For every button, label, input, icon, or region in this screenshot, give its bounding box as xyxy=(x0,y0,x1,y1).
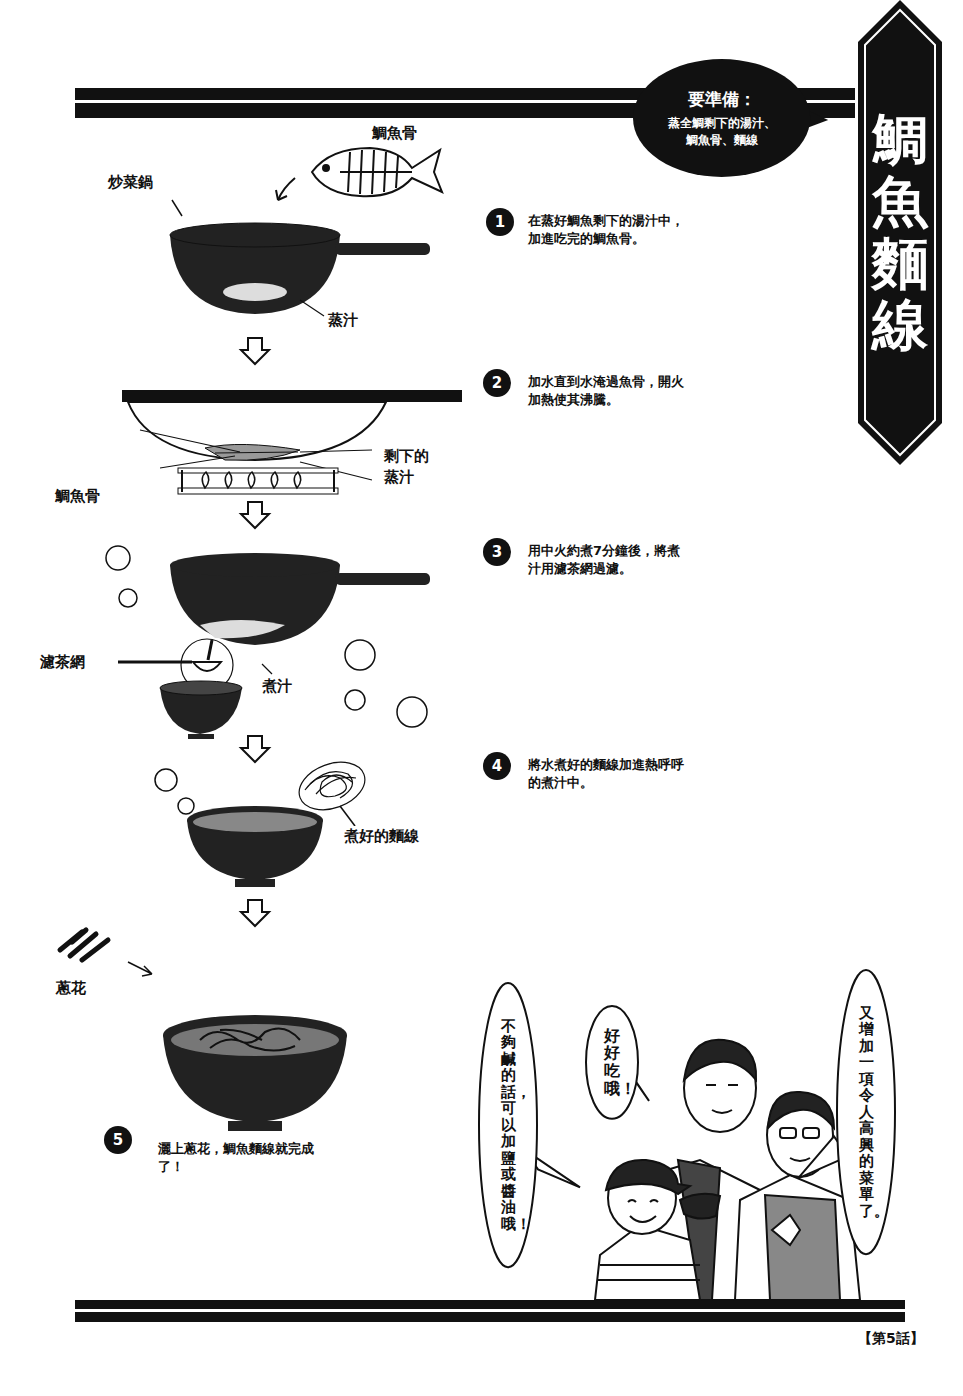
wok-pouring xyxy=(170,553,430,660)
step-text: 將水煮好的麵線加進熱呼呼的煮汁中。 xyxy=(528,756,688,792)
part-label: 鯛魚骨 xyxy=(372,123,417,144)
step-number-text: 3 xyxy=(492,543,502,561)
part-label: 鯛魚骨 xyxy=(55,486,100,507)
steam-puff xyxy=(106,546,427,814)
speech-bubble: 不夠鹹的話，可以加鹽或醬油哦！ xyxy=(478,982,538,1268)
speech-bubble: 好好吃哦！ xyxy=(585,1005,639,1120)
step-number-text: 1 xyxy=(495,213,505,231)
title-text: 鯛魚麵線 xyxy=(872,109,928,355)
speech-text: 不夠鹹的話，可以加鹽或醬油哦！ xyxy=(501,1018,516,1233)
prep-heading: 要準備： xyxy=(688,88,756,111)
prep-list: 蒸全鯛剩下的湯汁、鯛魚骨、麵線 xyxy=(666,115,778,149)
speech-bubble: 要準備： 蒸全鯛剩下的湯汁、鯛魚骨、麵線 xyxy=(633,59,810,177)
part-label: 剩下的蒸汁 xyxy=(384,446,432,488)
finished-bowl xyxy=(163,1015,347,1131)
part-label: 煮汁 xyxy=(262,676,292,697)
wok-on-stove xyxy=(122,390,462,494)
step-number: 2 xyxy=(482,368,512,398)
step-number-text: 2 xyxy=(492,374,502,392)
step-number-text: 5 xyxy=(113,1131,123,1149)
step-number: 5 xyxy=(103,1125,133,1155)
step-number-text: 4 xyxy=(492,757,502,775)
speech-text: 又增加一項令人高興的菜單了。 xyxy=(859,1005,874,1220)
small-bowl xyxy=(160,681,242,739)
speech-bubble: 又增加一項令人高興的菜單了。 xyxy=(836,969,896,1255)
part-label: 煮好的麵線 xyxy=(344,826,419,847)
part-label: 蒸汁 xyxy=(328,310,358,331)
part-label: 蔥花 xyxy=(56,978,86,999)
step-number: 1 xyxy=(485,207,515,237)
step-text: 用中火約煮7分鐘後，將煮汁用濾茶網過濾。 xyxy=(528,542,688,578)
soup-bowl xyxy=(187,806,323,887)
step-text: 灑上蔥花，鯛魚麵線就完成了！ xyxy=(158,1140,318,1176)
title-banner: 鯛魚麵線 xyxy=(858,0,942,465)
chapter-marker: 【第5話】 xyxy=(858,1329,924,1349)
part-label: 炒菜鍋 xyxy=(108,172,153,193)
step-number: 4 xyxy=(482,751,512,781)
step-text: 在蒸好鯛魚剩下的湯汁中，加進吃完的鯛魚骨。 xyxy=(528,212,688,248)
scallion xyxy=(60,930,108,960)
speech-text: 好好吃哦！ xyxy=(604,1027,620,1097)
step-text: 加水直到水淹過魚骨，開火加熱使其沸騰。 xyxy=(528,373,688,409)
step-number: 3 xyxy=(482,537,512,567)
part-label: 濾茶網 xyxy=(40,652,85,673)
fish-bone xyxy=(276,148,442,200)
rule-bar xyxy=(75,88,905,1322)
